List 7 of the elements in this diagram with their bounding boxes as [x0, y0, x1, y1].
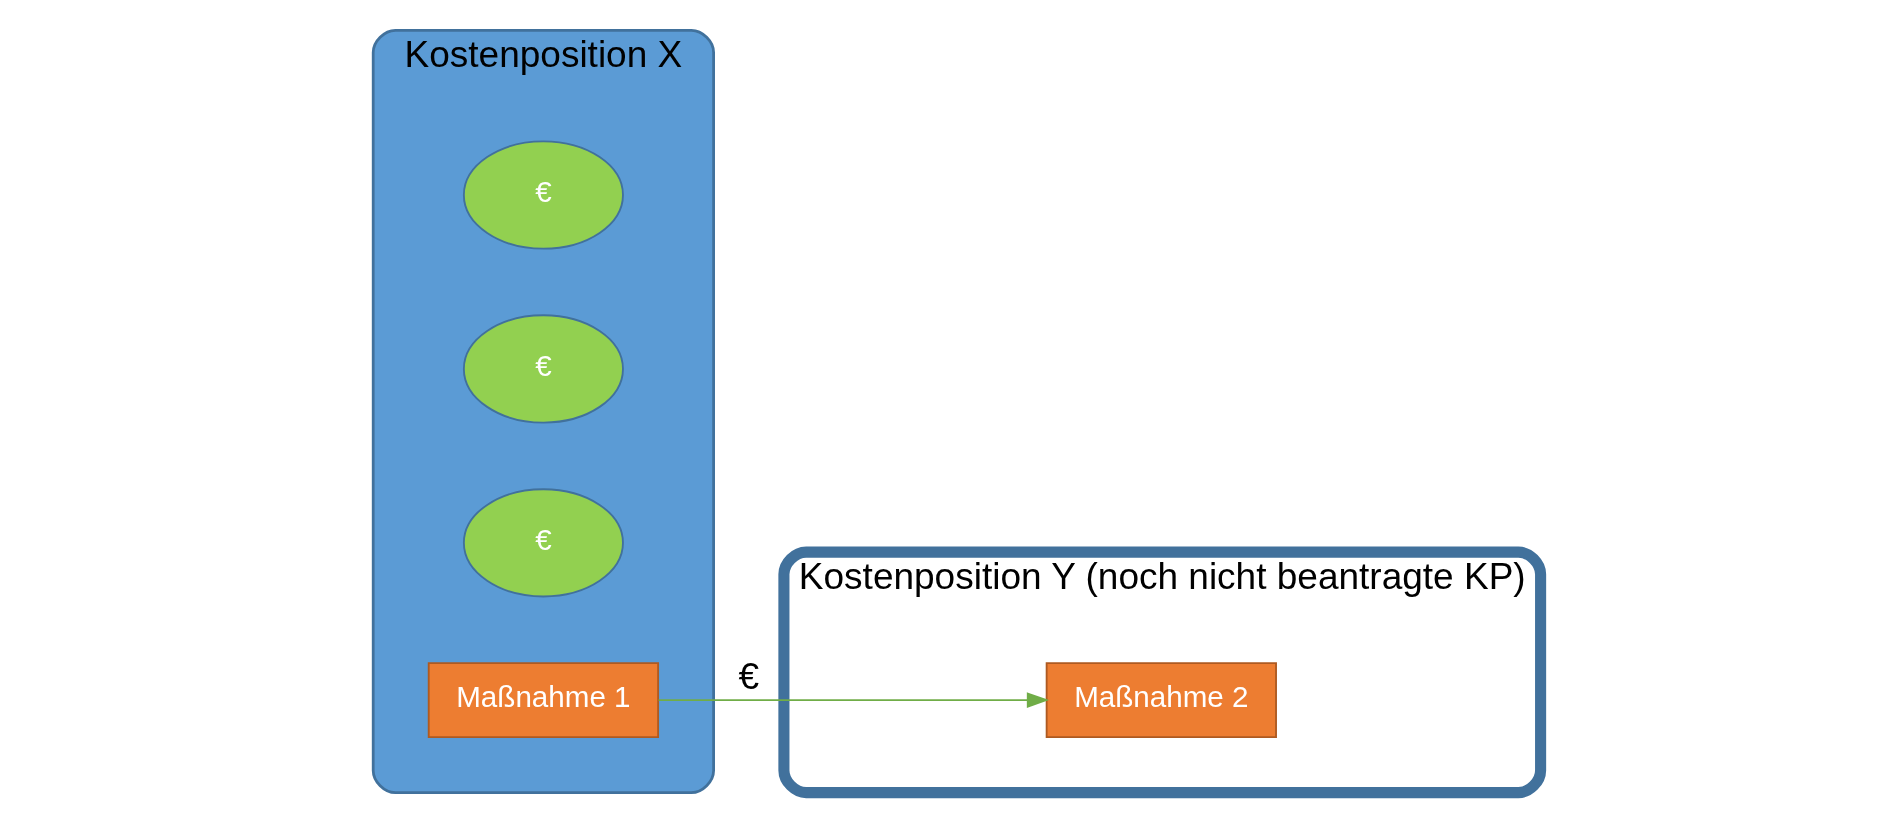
edge-label: €	[737, 656, 759, 698]
node-ellipse: €	[462, 140, 624, 250]
node-ellipse: €	[462, 488, 624, 598]
node-ellipse: €	[462, 314, 624, 424]
arrow	[657, 692, 1049, 708]
node-box: Maßnahme 1	[427, 662, 659, 739]
node-box: Maßnahme 2	[1045, 662, 1277, 739]
